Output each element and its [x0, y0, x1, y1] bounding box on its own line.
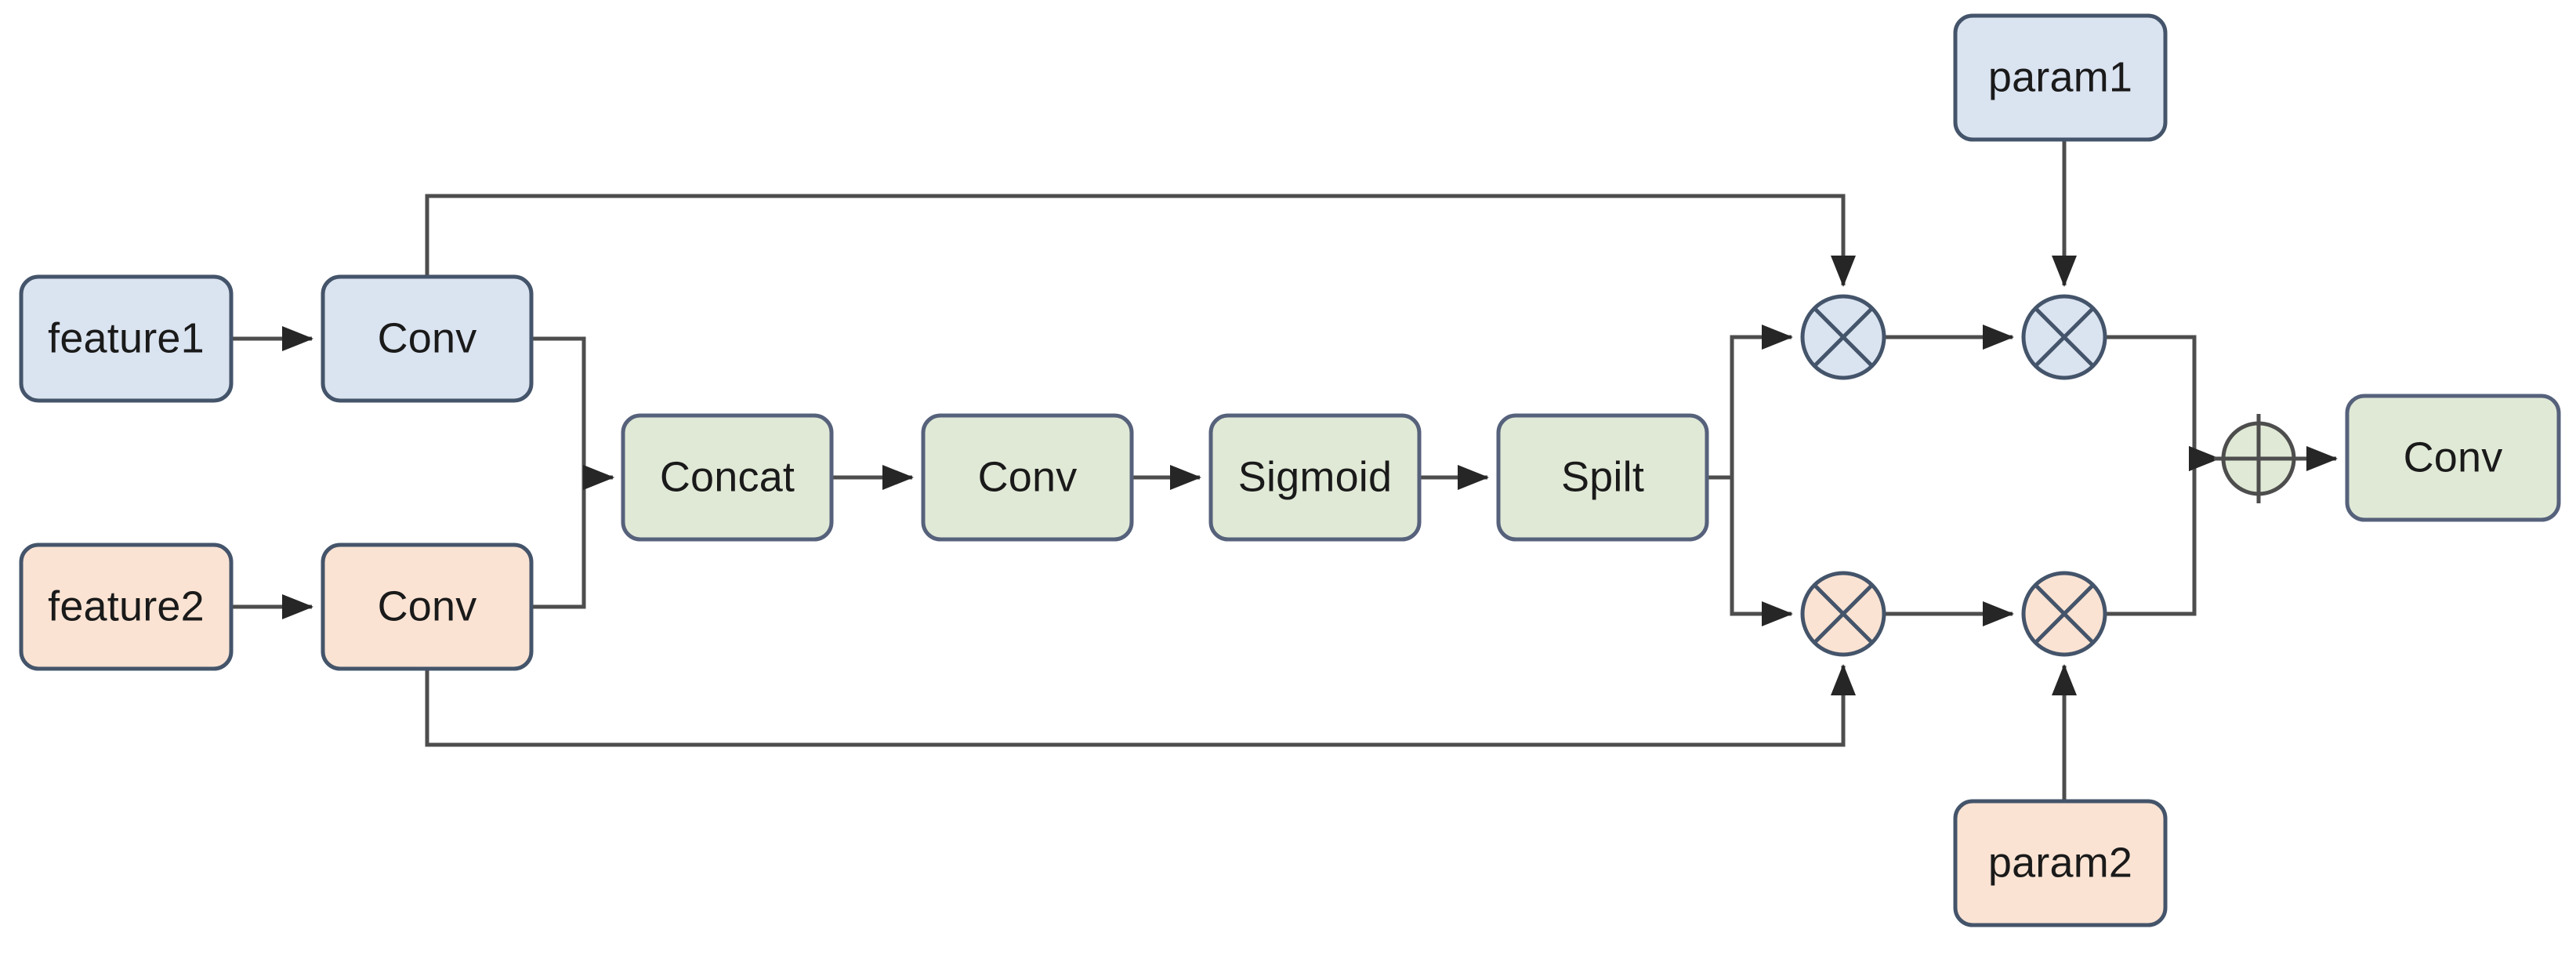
node-shape-param2 — [1953, 799, 2168, 927]
node-feature2[interactable]: feature2 — [19, 543, 234, 671]
operator-mul_top_left-multiply-icon[interactable] — [1800, 294, 1886, 380]
operator-add_out-add-icon[interactable] — [2214, 414, 2303, 503]
edge-conv_top-to-mul_top_left — [425, 194, 1857, 288]
operator-glyph-cross-icon — [2034, 583, 2095, 644]
node-shape-param1 — [1953, 13, 2168, 142]
edge-mul_bottom_right-to-add_out — [2105, 445, 2221, 616]
node-param1[interactable]: param1 — [1953, 13, 2168, 142]
operator-mul_top_right-multiply-icon[interactable] — [2021, 294, 2107, 380]
node-shape-concat — [621, 413, 834, 542]
edges-layer — [231, 140, 2339, 801]
node-shape-feature2 — [19, 543, 234, 671]
node-shape-spilt — [1496, 413, 1709, 542]
node-shape-conv_out — [2345, 394, 2561, 522]
node-shape-conv_mid — [921, 413, 1134, 542]
node-shape-feature1 — [19, 274, 234, 403]
edge-spilt-to-mul_top_left — [1707, 324, 1794, 480]
node-conv_mid[interactable]: Conv — [921, 413, 1134, 542]
operator-glyph-cross-icon — [1813, 307, 1874, 368]
node-shape-conv_top — [321, 274, 534, 403]
operator-glyph-cross-icon — [1813, 583, 1874, 644]
node-conv_out[interactable]: Conv — [2345, 394, 2561, 522]
operator-glyph-plus-icon — [2214, 414, 2303, 503]
node-conv_bottom[interactable]: Conv — [321, 543, 534, 671]
node-feature1[interactable]: feature1 — [19, 274, 234, 403]
operator-mul_bottom_right-multiply-icon[interactable] — [2021, 571, 2107, 657]
node-conv_top[interactable]: Conv — [321, 274, 534, 403]
node-sigmoid[interactable]: Sigmoid — [1208, 413, 1422, 542]
operator-mul_bottom_left-multiply-icon[interactable] — [1800, 571, 1886, 657]
operator-glyph-cross-icon — [2034, 307, 2095, 368]
node-concat[interactable]: Concat — [621, 413, 834, 542]
edge-conv_bottom-to-mul_bottom_left — [425, 663, 1856, 747]
node-spilt[interactable]: Spilt — [1496, 413, 1709, 542]
edge-conv_top-to-concat — [531, 336, 615, 490]
node-shape-conv_bottom — [321, 543, 534, 671]
node-shape-sigmoid — [1208, 413, 1422, 542]
operators-layer — [1800, 294, 2303, 657]
node-param2[interactable]: param2 — [1953, 799, 2168, 927]
edge-mul_top_right-to-add_out — [2105, 335, 2221, 471]
edge-spilt-to-mul_bottom_left — [1707, 475, 1794, 626]
edge-conv_bottom-to-concat — [531, 464, 615, 609]
